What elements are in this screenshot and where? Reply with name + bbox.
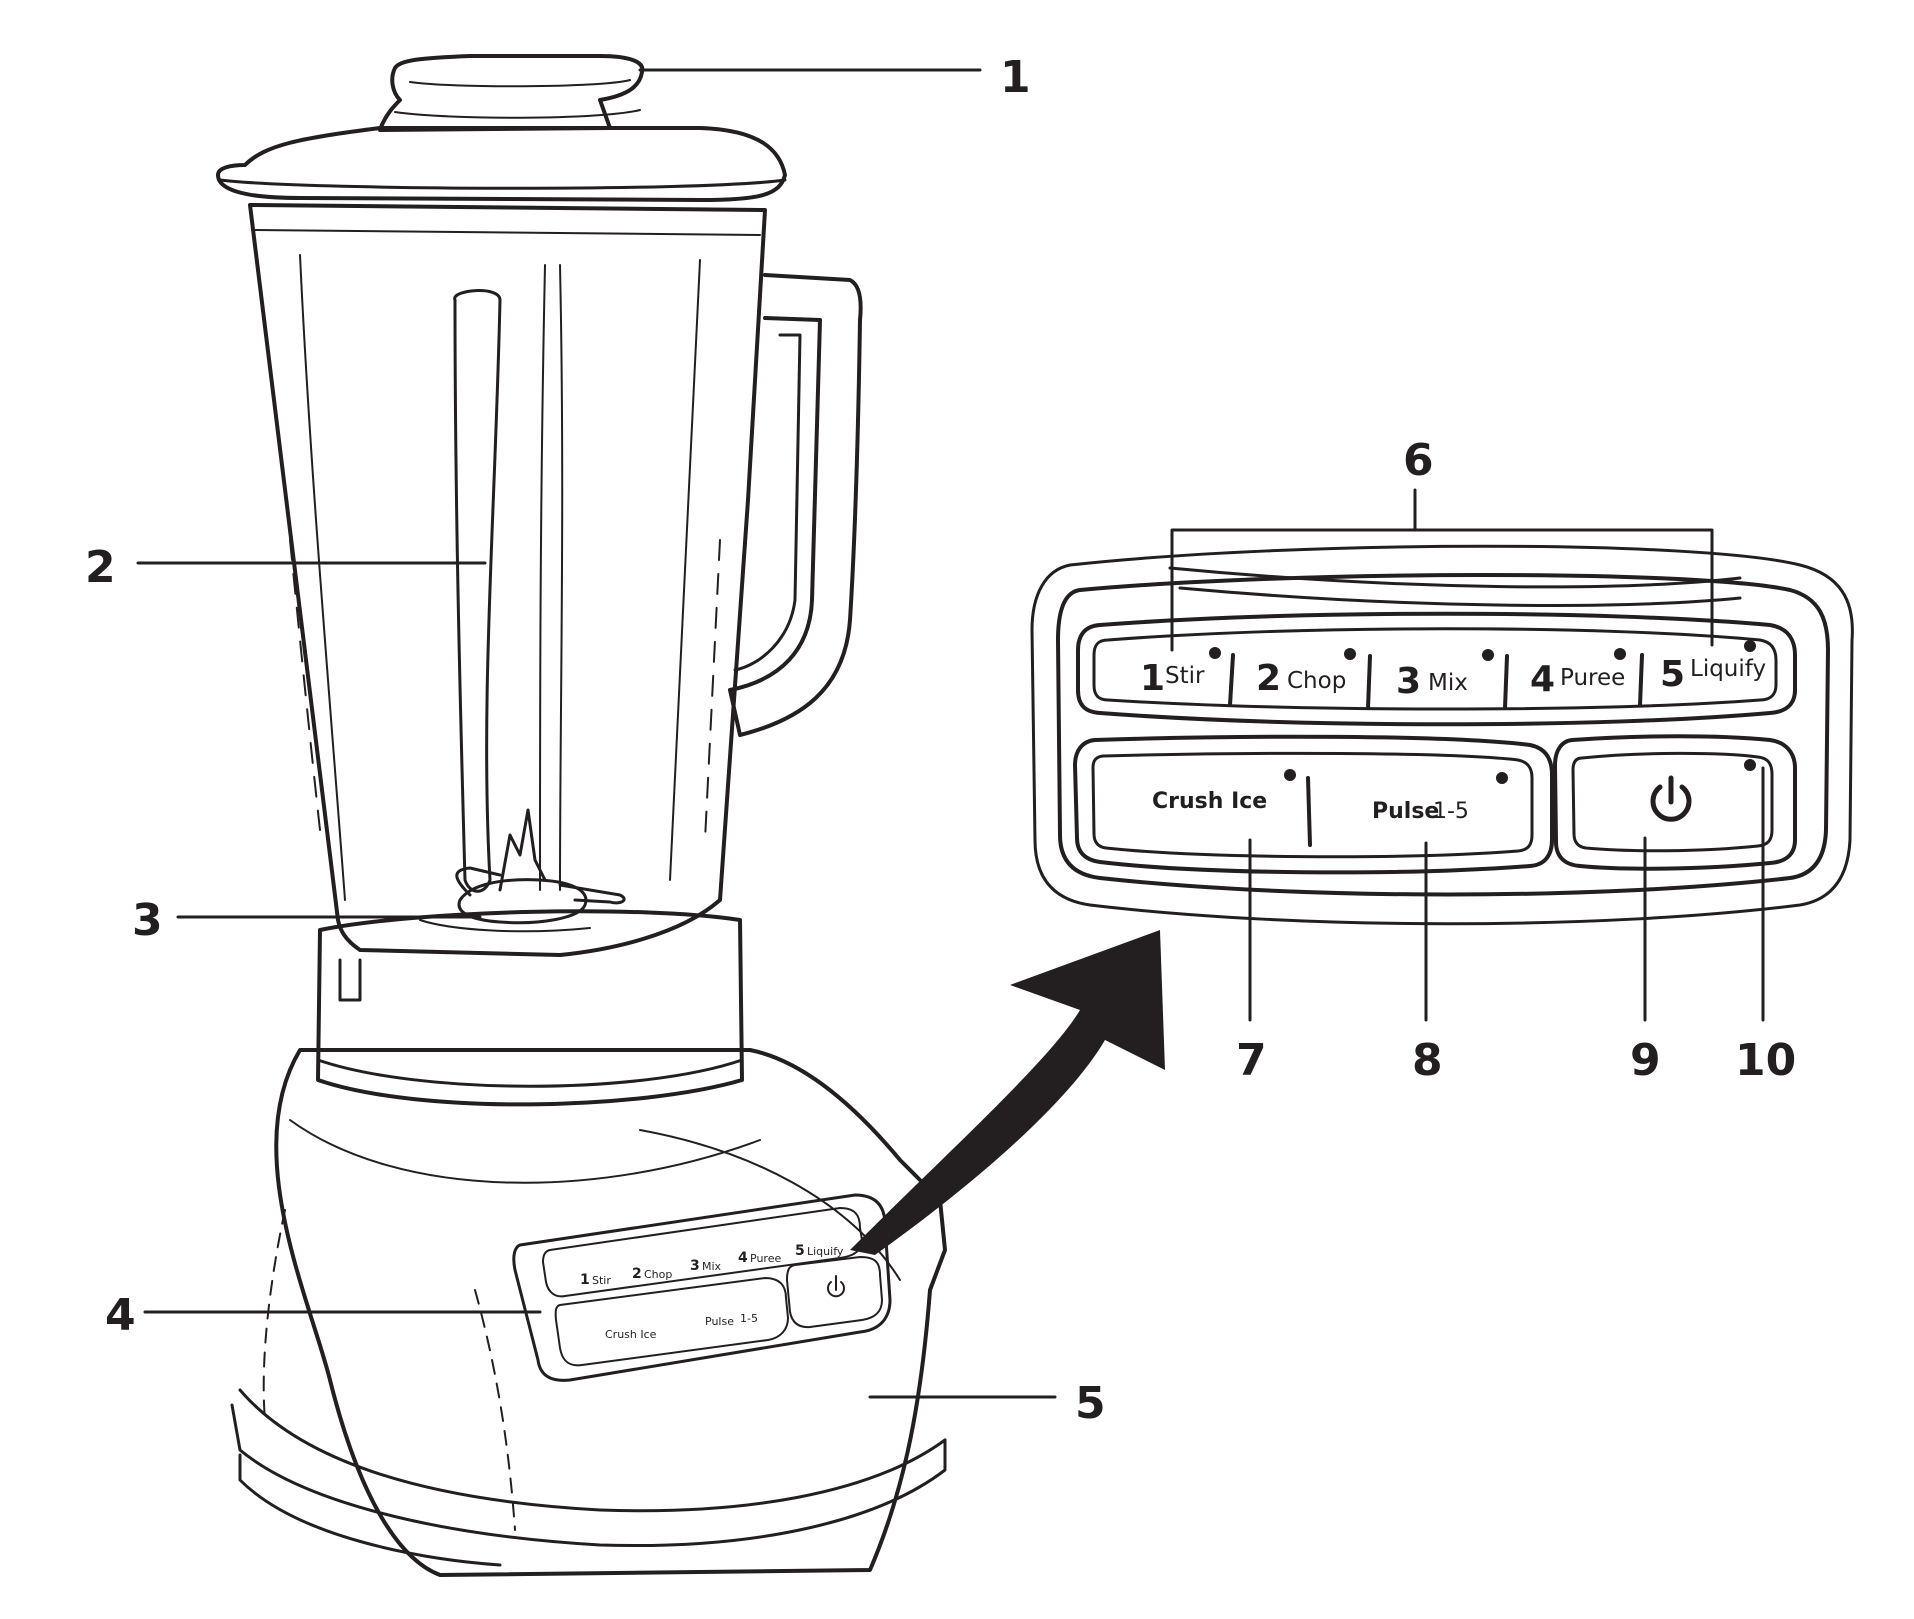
small-pulse-range: 1-5 (740, 1312, 758, 1325)
pulse-range: 1-5 (1433, 799, 1469, 824)
callout-numbers: 1 2 3 4 5 6 7 8 9 10 (85, 52, 1796, 1429)
crush-ice-pulse-group: Crush Ice Pulse 1-5 (1073, 734, 1554, 875)
callout-6: 6 (1403, 435, 1434, 486)
speed-5-indicator (1744, 640, 1756, 652)
blender-illustration: 1 Stir 2 Chop 3 Mix 4 Puree 5 Liquify Cr… (216, 54, 947, 1577)
small-speed-1-name: Stir (592, 1274, 611, 1287)
speed-2-indicator (1344, 648, 1356, 660)
small-speed-4-number: 4 (738, 1250, 748, 1266)
small-speed-5-number: 5 (795, 1243, 805, 1259)
small-speed-4-name: Puree (750, 1252, 781, 1265)
power-indicator-light (1744, 759, 1756, 771)
blender-collar (316, 909, 744, 1107)
speed-4-name: Puree (1560, 665, 1625, 691)
callout-8: 8 (1412, 1035, 1443, 1086)
small-speed-2-number: 2 (632, 1266, 642, 1282)
crush-ice-button[interactable]: Crush Ice (1152, 789, 1267, 814)
speed-button-3[interactable]: 3 Mix (1396, 661, 1468, 702)
speed-2-number: 2 (1256, 658, 1281, 699)
small-speed-labels: 1 Stir 2 Chop 3 Mix 4 Puree 5 Liquify (580, 1243, 844, 1288)
pulse-label: Pulse (1372, 799, 1439, 824)
speed-5-name: Liquify (1690, 656, 1766, 682)
speed-button-row: 1 Stir 2 Chop 3 Mix 4 Puree 5 Liquify (1076, 611, 1797, 727)
small-control-panel: 1 Stir 2 Chop 3 Mix 4 Puree 5 Liquify Cr… (512, 1193, 892, 1382)
pulse-indicator (1496, 772, 1508, 784)
crush-ice-label: Crush Ice (1152, 789, 1267, 814)
blender-base (230, 1048, 947, 1577)
small-speed-1-number: 1 (580, 1272, 590, 1288)
small-speed-2-name: Chop (644, 1268, 672, 1281)
power-group (1553, 734, 1797, 871)
small-power-icon (827, 1275, 845, 1298)
speed-3-indicator (1482, 649, 1494, 661)
callout-line-6 (1170, 488, 1714, 652)
callout-lines (136, 68, 1765, 1399)
speed-button-5[interactable]: 5 Liquify (1660, 654, 1766, 695)
enlarged-control-panel: 1 Stir 2 Chop 3 Mix 4 Puree 5 Liquify (1030, 544, 1854, 926)
speed-1-indicator (1209, 647, 1221, 659)
small-speed-3-number: 3 (690, 1258, 700, 1274)
small-pulse-label: Pulse (705, 1315, 734, 1328)
callout-7: 7 (1236, 1035, 1267, 1086)
blender-handle (728, 273, 863, 737)
power-icon (1650, 775, 1692, 822)
speed-4-number: 4 (1530, 659, 1555, 700)
speed-3-number: 3 (1396, 661, 1421, 702)
small-crush-ice-label: Crush Ice (605, 1328, 657, 1341)
speed-2-name: Chop (1287, 668, 1346, 694)
speed-4-indicator (1614, 648, 1626, 660)
speed-button-4[interactable]: 4 Puree (1530, 659, 1625, 700)
speed-1-number: 1 (1140, 658, 1165, 699)
speed-button-2[interactable]: 2 Chop (1256, 658, 1346, 699)
speed-5-number: 5 (1660, 654, 1685, 695)
zoom-arrow (850, 930, 1165, 1255)
speed-1-name: Stir (1165, 663, 1205, 689)
crush-ice-indicator (1284, 769, 1296, 781)
blender-lid (216, 54, 787, 202)
pulse-button[interactable]: Pulse 1-5 (1372, 799, 1469, 824)
small-speed-5-name: Liquify (807, 1245, 844, 1258)
callout-10: 10 (1735, 1035, 1796, 1086)
callout-5: 5 (1075, 1378, 1106, 1429)
power-button[interactable] (1650, 775, 1692, 822)
small-speed-3-name: Mix (702, 1260, 722, 1273)
speed-3-name: Mix (1428, 670, 1468, 696)
callout-3: 3 (132, 895, 163, 946)
callout-4: 4 (105, 1290, 136, 1341)
blender-blade (419, 808, 626, 933)
callout-1: 1 (1000, 52, 1031, 103)
callout-2: 2 (85, 542, 116, 593)
blender-jar (248, 203, 767, 957)
speed-button-1[interactable]: 1 Stir (1140, 658, 1205, 699)
callout-9: 9 (1630, 1035, 1661, 1086)
